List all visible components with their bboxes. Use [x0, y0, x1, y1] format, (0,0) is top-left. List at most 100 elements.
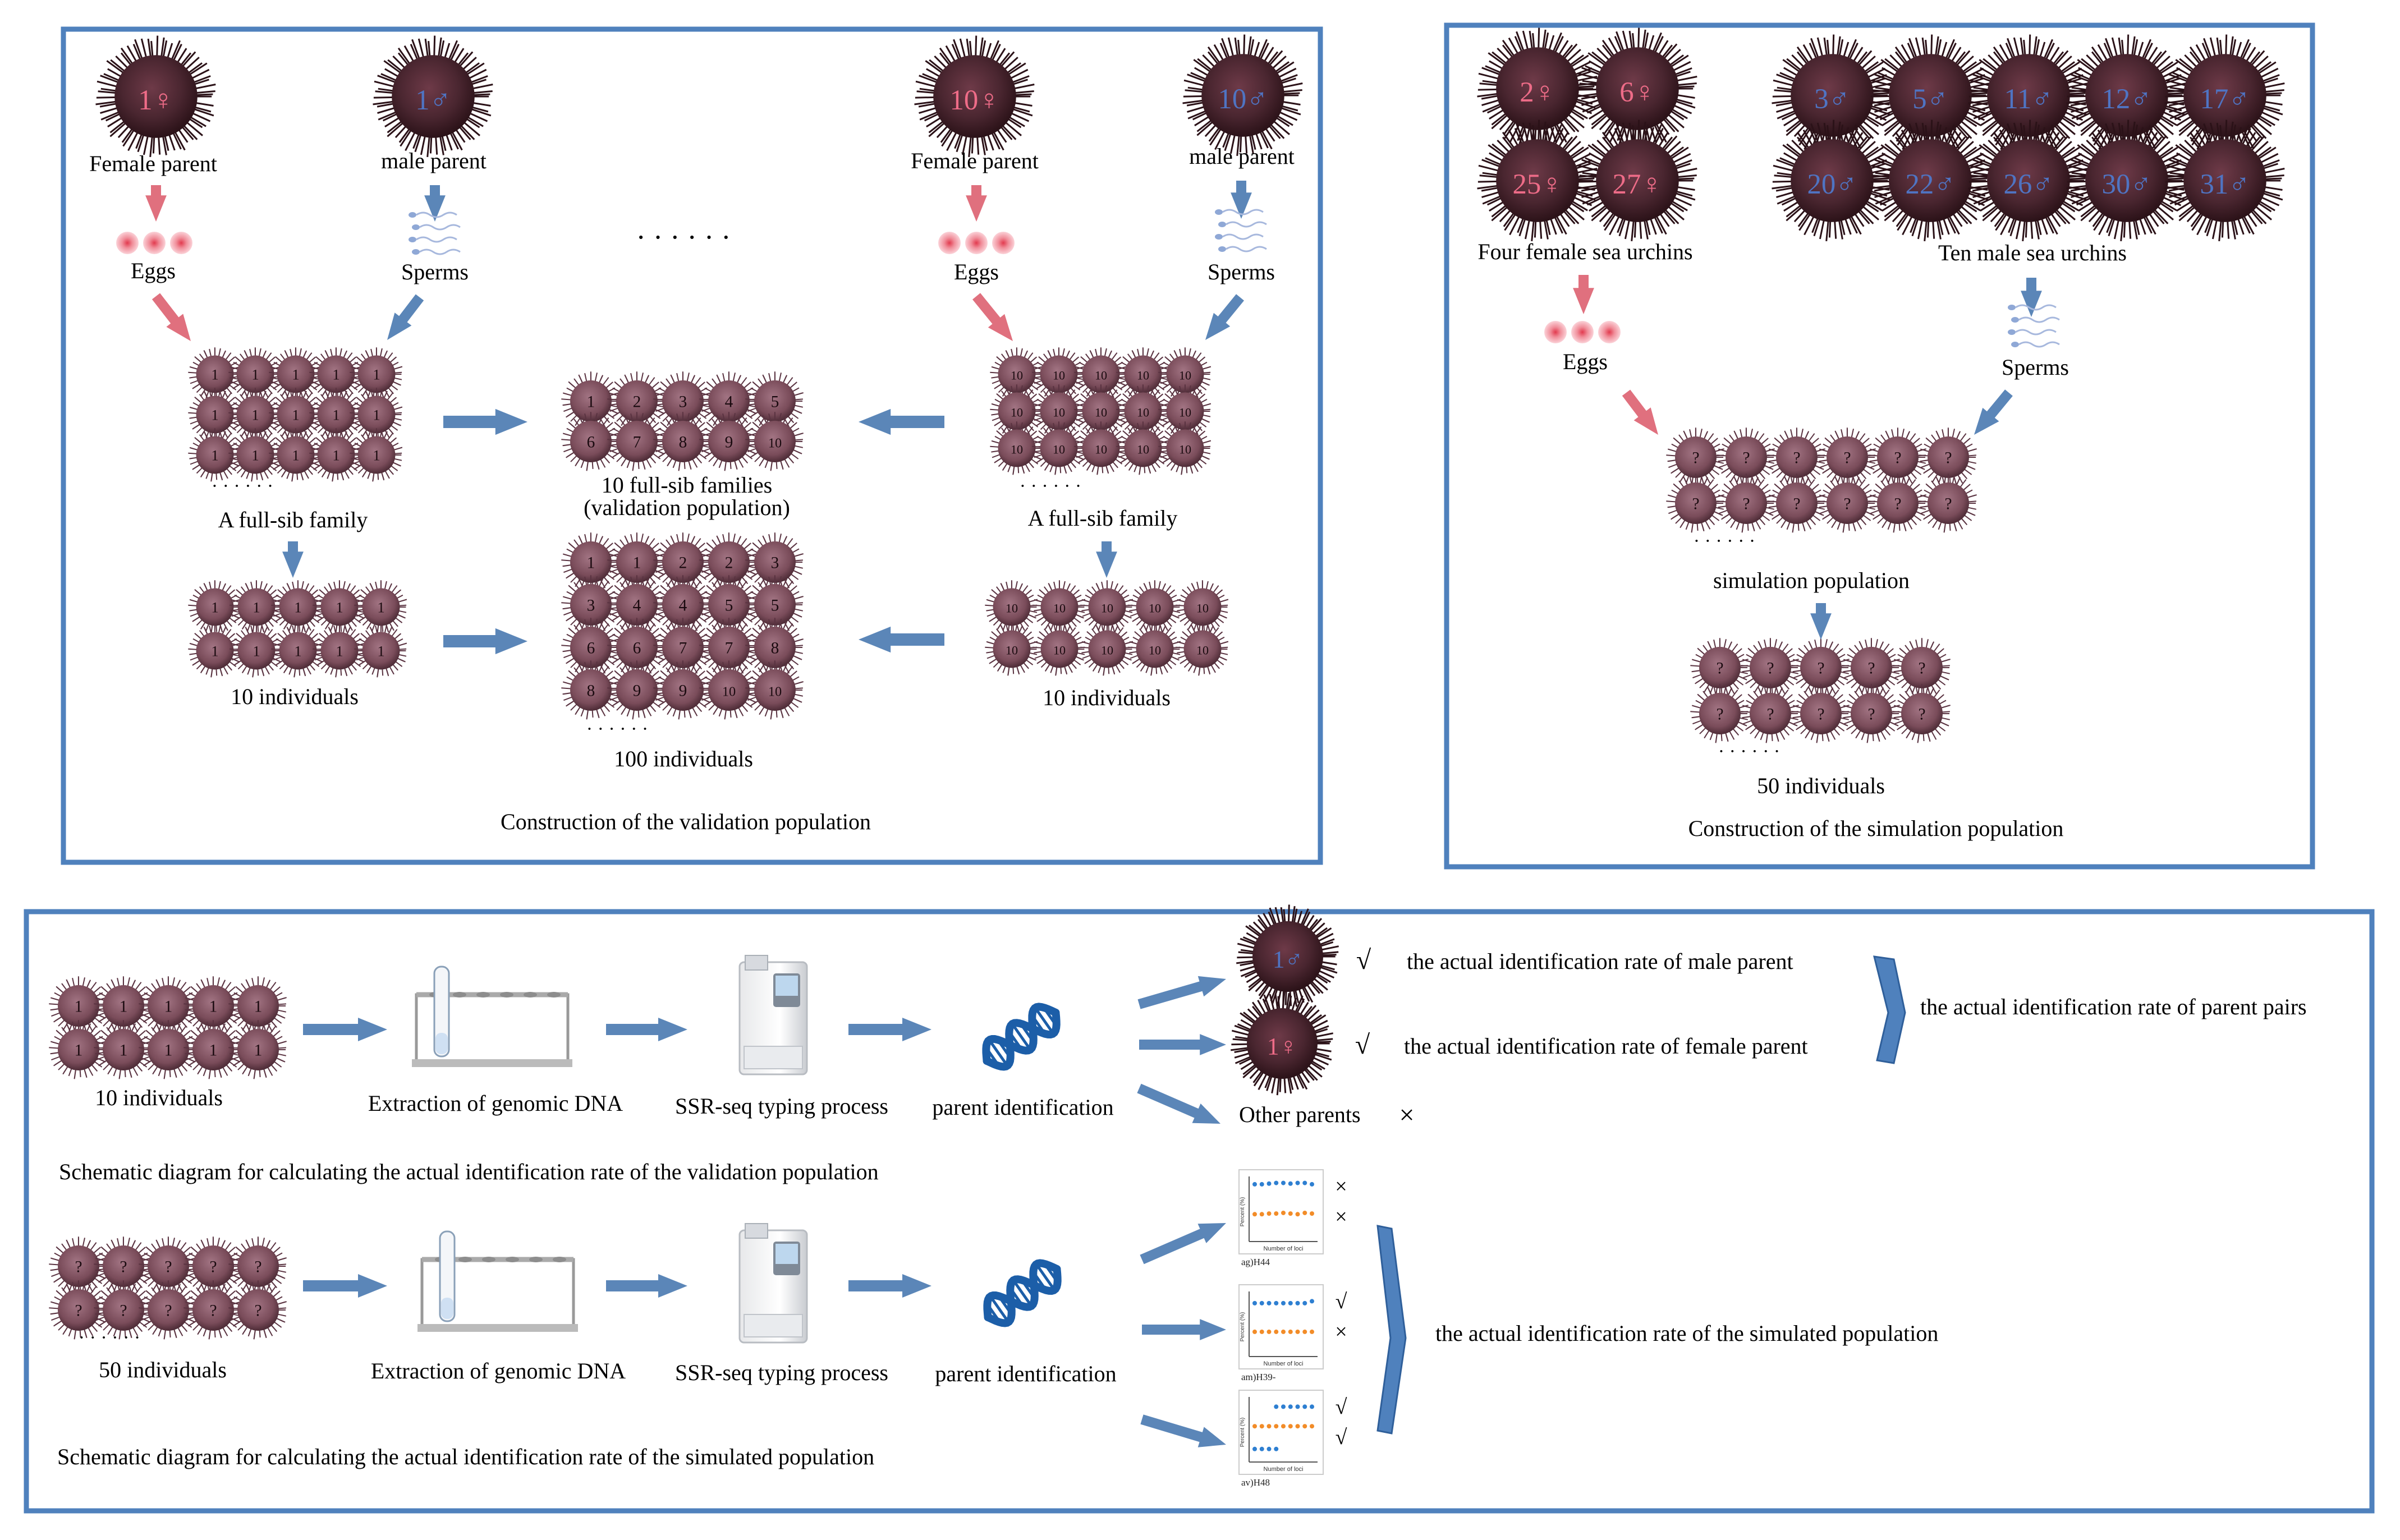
arrow-eggs-to-sim: [1622, 389, 1658, 435]
urchin-spines: [699, 575, 758, 635]
offspring-label: 6: [587, 434, 595, 452]
offspring-label: 1: [254, 998, 263, 1016]
urchin-spines: [2066, 119, 2187, 242]
a-families-line1: 10 full-sib families: [602, 472, 772, 498]
urchin-body: [1675, 436, 1717, 478]
selected-individual: 1: [271, 580, 324, 634]
c-female-rate: the actual identification rate of female…: [1404, 1033, 1808, 1059]
urchin-spines: [607, 575, 666, 635]
arrow-eggs-to-family: [152, 293, 191, 341]
tube-rack-icon: [417, 1230, 578, 1332]
sampled-offspring: ?: [1892, 684, 1951, 743]
offspring-label: 1: [251, 366, 259, 383]
urchin-spines: [1767, 427, 1825, 487]
urchin-body: [196, 355, 234, 393]
validation-individual: 2: [653, 532, 712, 592]
urchin-spines: [1717, 474, 1775, 533]
egg-cell: [1544, 321, 1567, 343]
offspring-label: 5: [725, 597, 733, 615]
sperm-head: [412, 224, 420, 230]
urchin-body: [1201, 54, 1284, 137]
arrow-female-to-eggs: [966, 185, 987, 222]
urchin-body: [1699, 647, 1741, 688]
male-parent-urchin: 30♂: [2066, 119, 2187, 242]
offspring-label: 10: [1053, 369, 1065, 383]
family-representative: 10: [745, 412, 804, 471]
rack-hole: [453, 992, 466, 997]
parent-id-label: 31♂: [2200, 168, 2250, 200]
series-blue-point: [1274, 1180, 1279, 1185]
urchin-body: [362, 632, 400, 670]
c-extract-label-2: Extraction of genomic DNA: [371, 1358, 626, 1383]
urchin-body: [570, 421, 612, 462]
family-representative: 6: [561, 412, 619, 471]
offspring-label: 3: [679, 393, 687, 411]
male-parent-urchin: 11♂: [1968, 34, 2089, 157]
offspring-label: 1: [120, 998, 128, 1016]
series-blue-point: [1266, 1181, 1272, 1186]
urchin-spines: [1868, 474, 1926, 533]
series-orange-point: [1252, 1212, 1257, 1217]
family-representative: 7: [607, 412, 666, 471]
series-blue-point: [1310, 1182, 1314, 1187]
cross-mark: ×: [1335, 1320, 1347, 1344]
full-sib-offspring: 10: [1116, 421, 1169, 475]
arrow-individuals-to-extraction: [303, 1274, 387, 1298]
sequencer-lid: [745, 1223, 768, 1239]
urchin-spines: [354, 580, 407, 634]
series-orange-point: [1281, 1210, 1286, 1215]
parent-id-label: 12♂: [2102, 83, 2152, 114]
rack-hole: [500, 992, 513, 997]
simulated-individual: ?: [139, 1236, 197, 1296]
offspring-label: ?: [209, 1258, 217, 1276]
offspring-label: 1: [587, 554, 595, 572]
sperm-tail: [1226, 221, 1267, 228]
offspring-label: ?: [75, 1302, 82, 1320]
selected-individual: 10: [1176, 622, 1229, 676]
egg-cell: [965, 232, 988, 254]
urchin-body: [1136, 630, 1174, 668]
urchin-spines: [985, 622, 1038, 676]
simulated-offspring: ?: [1818, 427, 1876, 487]
selected-individual: 1: [188, 580, 241, 634]
sperm-tail: [2015, 304, 2057, 311]
male-parent-urchin: 22♂: [1870, 119, 1990, 242]
parent-urchin-male-1: 1♂: [373, 35, 493, 158]
sequencer-display: [775, 1244, 798, 1264]
offspring-label: 8: [587, 682, 595, 700]
egg-cell: [1571, 321, 1594, 343]
offspring-label: ?: [1766, 706, 1774, 724]
urchin-spines: [1818, 427, 1876, 487]
urchin-body: [754, 541, 796, 583]
urchin-spines: [1032, 622, 1086, 676]
parent-urchin-male-10: 10♂: [1182, 34, 1303, 157]
family-representative: 2: [607, 371, 666, 431]
series-orange-point: [1310, 1329, 1314, 1334]
full-sib-offspring: 10: [1116, 384, 1169, 438]
urchin-body: [1791, 139, 1874, 222]
urchin-body: [1987, 54, 2070, 137]
urchin-body: [1040, 429, 1078, 467]
validation-individual: 1: [49, 1020, 107, 1079]
male-parent-urchin: 26♂: [1968, 119, 2089, 242]
urchin-spines: [1032, 580, 1086, 634]
urchin-spines: [228, 976, 287, 1036]
series-orange-point: [1259, 1212, 1264, 1217]
urchin-spines: [350, 388, 403, 442]
series-blue-point: [1281, 1180, 1286, 1185]
rack-hole: [506, 1257, 519, 1262]
arrow-ssr-to-identification: [848, 1274, 931, 1298]
arrow-females-to-eggs: [1573, 275, 1594, 314]
simulated-individual: ?: [94, 1236, 152, 1296]
urchin-spines: [228, 1236, 287, 1296]
urchin-body: [357, 355, 396, 393]
urchin-spines: [745, 412, 804, 471]
urchin-body: [708, 421, 750, 462]
dna-base-pair: [989, 1295, 1010, 1323]
urchin-spines: [188, 580, 241, 634]
parent-id-label: 6♀: [1619, 76, 1655, 108]
dna-base-pair: [988, 1039, 1009, 1067]
urchin-spines: [183, 1280, 242, 1340]
series-blue-point: [1266, 1300, 1272, 1305]
